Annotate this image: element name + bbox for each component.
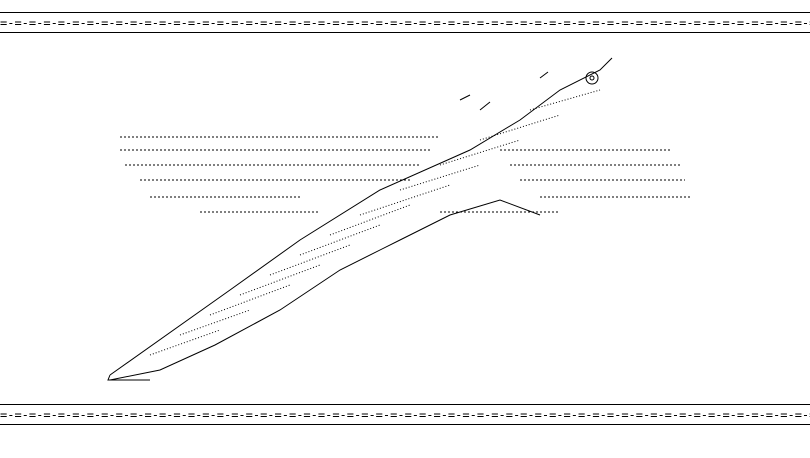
bottom-border-rule-lower [0, 424, 810, 425]
bottom-border-decoration: =-=-=-=-=-=-=-=-=-=-=-=-=-=-=-=-=-=-=-=-… [0, 404, 810, 426]
blade-hatch-5 [269, 244, 351, 276]
blade-tip [107, 374, 150, 381]
knife-art-svg [107, 57, 690, 381]
top-border-pattern: =-=-=-=-=-=-=-=-=-=-=-=-=-=-=-=-=-=-=-=-… [0, 16, 810, 30]
top-border-rule-upper [0, 12, 810, 13]
blade-hatch-11 [479, 114, 561, 141]
blade-upper-edge [109, 57, 613, 376]
rivet-center [589, 75, 595, 81]
top-border-rule-lower [0, 32, 810, 33]
top-border-decoration: =-=-=-=-=-=-=-=-=-=-=-=-=-=-=-=-=-=-=-=-… [0, 12, 810, 34]
ascii-art-knife [0, 40, 810, 390]
bottom-border-rule-upper [0, 404, 810, 405]
blade-hatch-3 [209, 284, 291, 316]
bottom-border-pattern: =-=-=-=-=-=-=-=-=-=-=-=-=-=-=-=-=-=-=-=-… [0, 408, 810, 422]
blade-hatch-7 [329, 204, 411, 236]
blade-hatch-10 [439, 139, 521, 166]
blade-hatch-12 [529, 89, 601, 111]
bolster-stroke [459, 71, 549, 111]
blade-hatch-4 [239, 264, 321, 296]
blade-hatch-6 [299, 224, 381, 256]
blade-hatch-9 [399, 164, 481, 191]
blade-hatch-1 [149, 329, 221, 356]
blade-hatch-2 [179, 309, 251, 336]
rivet-circle [585, 71, 599, 85]
blade-lower-edge [109, 199, 541, 381]
blade-hatch-8 [359, 184, 451, 216]
